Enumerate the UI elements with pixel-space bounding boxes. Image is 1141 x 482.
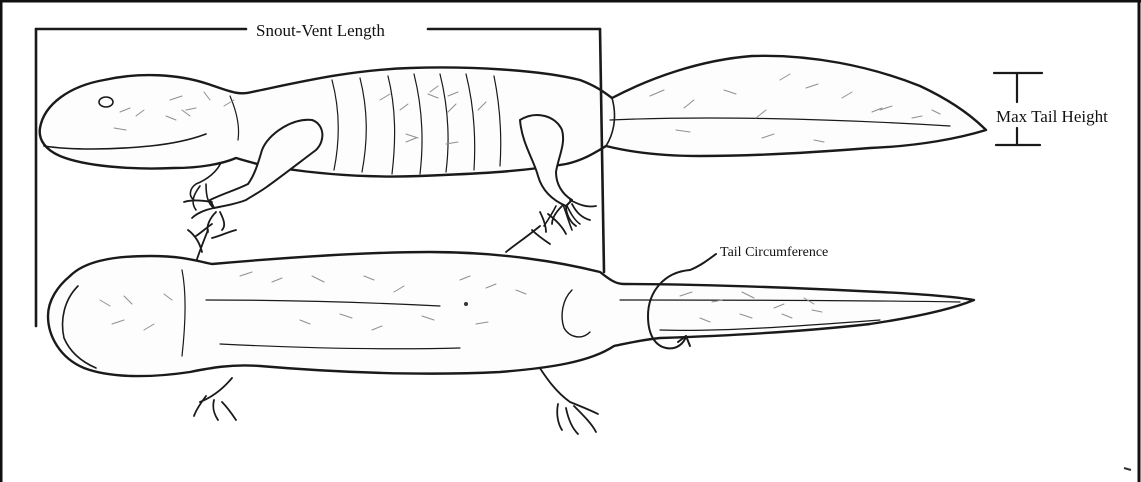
max-tail-height-indicator: Max Tail Height [994,73,1108,145]
tail-circumference-label: Tail Circumference [720,245,828,260]
salamander-lateral-view [40,56,986,232]
max-tail-height-label: Max Tail Height [996,107,1108,126]
salamander-dorsal-view [48,212,974,434]
snout-vent-length-label: Snout-Vent Length [256,21,385,40]
